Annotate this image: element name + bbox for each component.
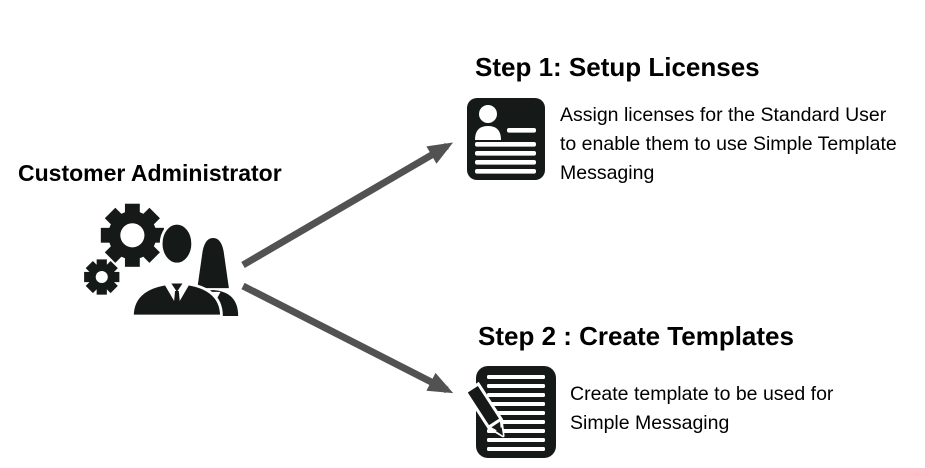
admin-gears-people-icon <box>84 200 242 321</box>
gear-large-icon <box>100 203 164 267</box>
template-pencil-icon <box>463 364 560 466</box>
step-2-title: Step 2 : Create Templates <box>478 321 794 351</box>
step-1-description: Assign licenses for the Standard User to… <box>560 104 897 184</box>
actor-label: Customer Administrator <box>18 160 282 186</box>
arrow-to-step-2 <box>241 282 454 394</box>
arrow-to-step-1 <box>241 142 454 269</box>
pencil-icon <box>463 381 505 438</box>
step-1-title: Step 1: Setup Licenses <box>475 52 760 82</box>
gear-small-icon <box>84 259 120 295</box>
step-2-description: Create template to be used for Simple Me… <box>570 383 834 434</box>
license-card-icon <box>466 97 546 186</box>
